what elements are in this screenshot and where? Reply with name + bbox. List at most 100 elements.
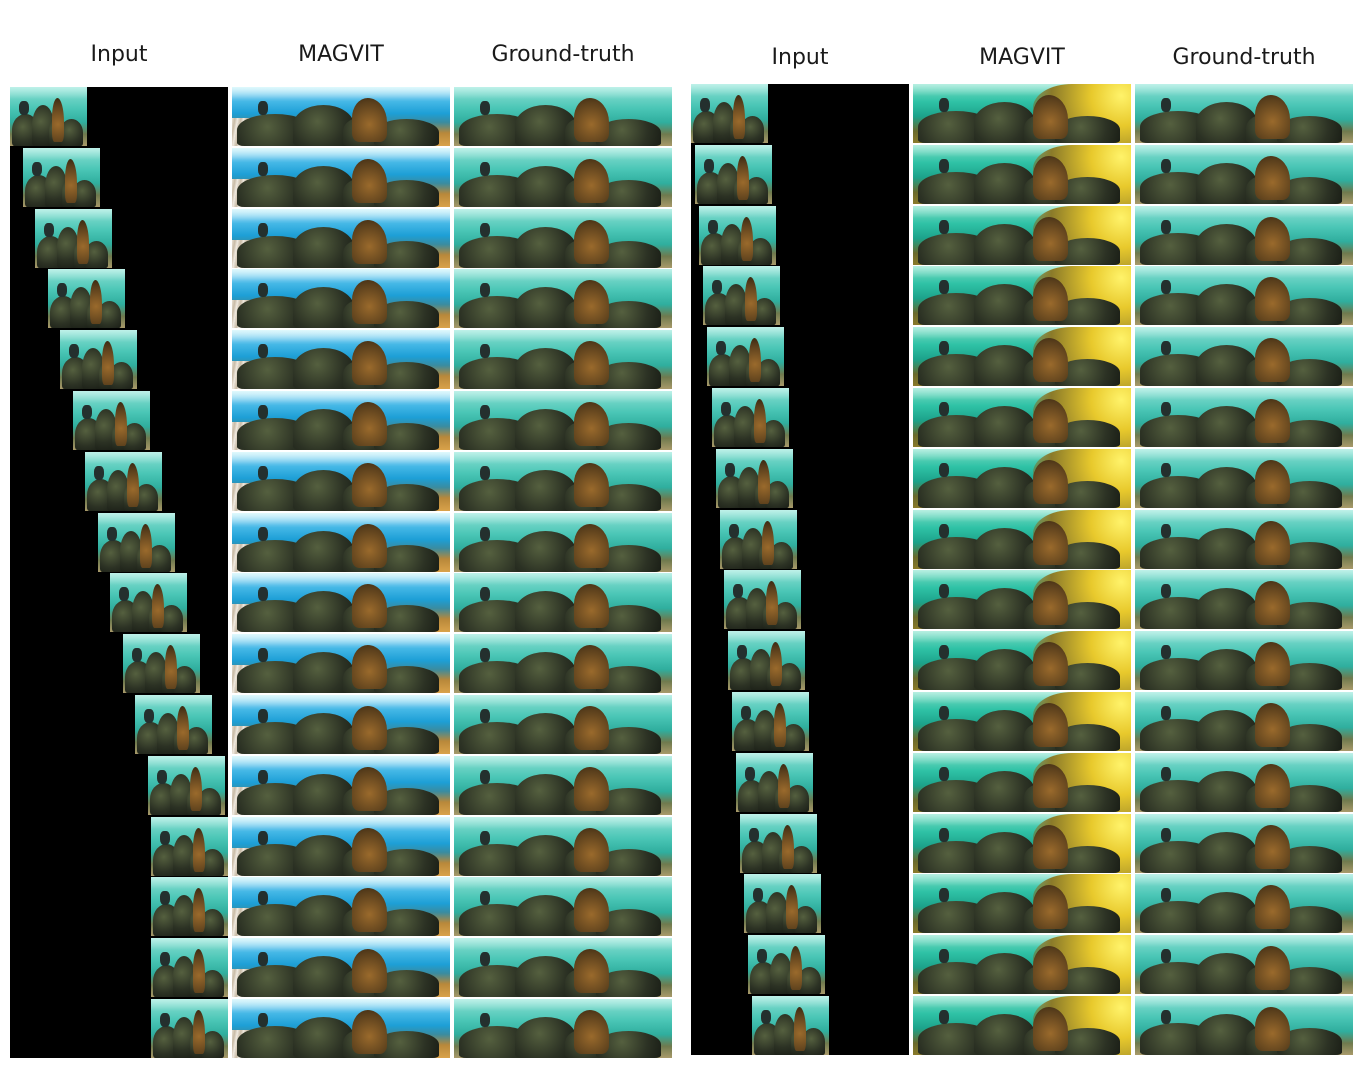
video-frame xyxy=(728,631,805,690)
left-input-header: Input xyxy=(90,42,148,67)
video-frame xyxy=(454,330,672,389)
video-frame xyxy=(691,84,768,143)
right-ground-truth-header: Ground-truth xyxy=(1172,45,1316,70)
video-frame xyxy=(35,209,112,268)
video-frame xyxy=(151,877,228,936)
video-frame xyxy=(1135,935,1353,994)
video-frame xyxy=(913,266,1131,325)
video-frame xyxy=(1135,84,1353,143)
video-frame xyxy=(232,938,450,997)
video-frame xyxy=(720,510,797,569)
video-frame xyxy=(232,999,450,1058)
video-frame xyxy=(60,330,137,389)
video-frame xyxy=(740,814,817,873)
video-frame xyxy=(454,573,672,632)
video-frame xyxy=(1135,874,1353,933)
video-frame xyxy=(232,209,450,268)
video-frame xyxy=(695,145,772,204)
video-frame xyxy=(232,634,450,693)
video-frame xyxy=(454,877,672,936)
video-frame xyxy=(913,874,1131,933)
video-frame xyxy=(913,145,1131,204)
video-frame xyxy=(454,817,672,876)
video-frame xyxy=(1135,996,1353,1055)
video-frame xyxy=(913,814,1131,873)
right-magvit-header: MAGVIT xyxy=(979,45,1065,70)
video-frame xyxy=(913,510,1131,569)
left-ground-truth-header: Ground-truth xyxy=(491,42,635,67)
video-frame xyxy=(123,634,200,693)
video-frame xyxy=(703,266,780,325)
video-frame xyxy=(232,877,450,936)
video-frame xyxy=(913,327,1131,386)
video-frame xyxy=(232,513,450,572)
video-frame xyxy=(748,935,825,994)
video-frame xyxy=(1135,570,1353,629)
video-frame xyxy=(454,513,672,572)
video-frame xyxy=(454,87,672,146)
video-frame xyxy=(110,573,187,632)
video-frame xyxy=(1135,266,1353,325)
video-frame xyxy=(454,148,672,207)
video-frame xyxy=(151,938,228,997)
video-frame xyxy=(232,452,450,511)
video-frame xyxy=(151,817,228,876)
video-frame xyxy=(913,935,1131,994)
video-frame xyxy=(736,753,813,812)
video-frame xyxy=(10,87,87,146)
video-frame xyxy=(454,999,672,1058)
video-frame xyxy=(23,148,100,207)
video-frame xyxy=(454,695,672,754)
video-frame xyxy=(1135,206,1353,265)
video-frame xyxy=(454,938,672,997)
video-frame xyxy=(913,753,1131,812)
video-frame xyxy=(151,999,228,1058)
video-frame xyxy=(1135,753,1353,812)
video-frame xyxy=(913,692,1131,751)
video-frame xyxy=(913,631,1131,690)
video-frame xyxy=(232,573,450,632)
video-frame xyxy=(454,209,672,268)
left-magvit-header: MAGVIT xyxy=(298,42,384,67)
video-frame xyxy=(913,449,1131,508)
video-frame xyxy=(913,388,1131,447)
video-frame xyxy=(148,756,225,815)
video-frame xyxy=(135,695,212,754)
video-frame xyxy=(1135,510,1353,569)
video-frame xyxy=(744,874,821,933)
video-frame xyxy=(1135,388,1353,447)
right-input-header: Input xyxy=(771,45,829,70)
video-frame xyxy=(232,269,450,328)
video-frame xyxy=(1135,814,1353,873)
left-ground-truth-frames-panel xyxy=(454,87,672,1058)
video-frame xyxy=(454,391,672,450)
video-frame xyxy=(73,391,150,450)
video-frame xyxy=(699,206,776,265)
video-frame xyxy=(1135,631,1353,690)
video-frame xyxy=(232,148,450,207)
right-input-frames-panel xyxy=(691,84,909,1055)
video-frame xyxy=(1135,449,1353,508)
video-frame xyxy=(1135,692,1353,751)
video-frame xyxy=(232,756,450,815)
video-frame xyxy=(98,513,175,572)
video-frame xyxy=(1135,327,1353,386)
video-frame xyxy=(732,692,809,751)
video-frame xyxy=(913,206,1131,265)
left-input-frames-panel xyxy=(10,87,228,1058)
video-frame xyxy=(454,756,672,815)
video-frame xyxy=(712,388,789,447)
video-frame xyxy=(1135,145,1353,204)
left-magvit-frames-panel xyxy=(232,87,450,1058)
video-frame xyxy=(913,84,1131,143)
video-frame xyxy=(232,391,450,450)
video-frame xyxy=(752,996,829,1055)
video-frame xyxy=(716,449,793,508)
video-frame xyxy=(913,996,1131,1055)
video-frame xyxy=(913,570,1131,629)
video-frame xyxy=(707,327,784,386)
video-frame xyxy=(232,330,450,389)
video-frame xyxy=(48,269,125,328)
video-frame xyxy=(724,570,801,629)
video-frame xyxy=(454,634,672,693)
